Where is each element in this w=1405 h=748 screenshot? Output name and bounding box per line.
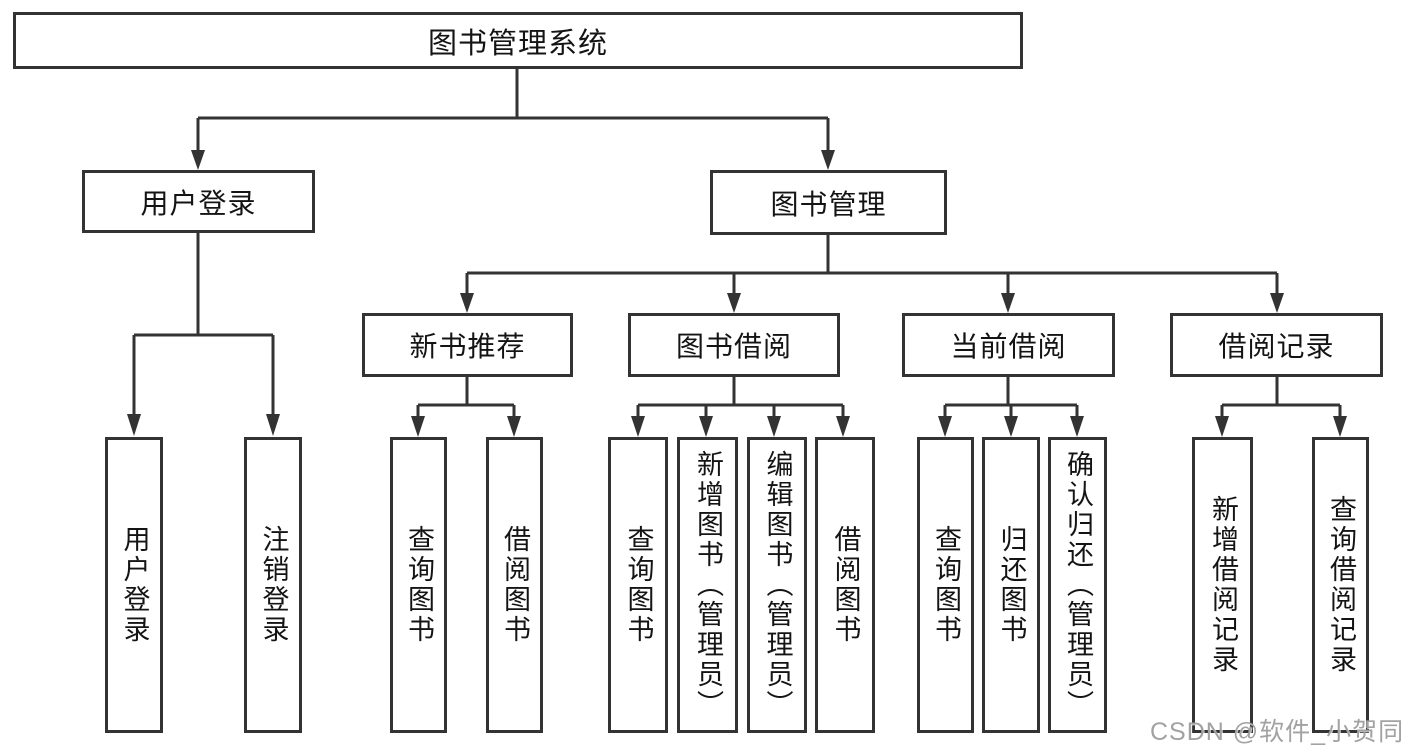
node-borrowing-records-label: 借阅记录 — [1218, 331, 1335, 362]
leaf-add-borrow-record: 新增借阅记录 — [1192, 437, 1253, 733]
leaf-edit-book-admin-label: 编辑图书（管理员） — [762, 450, 793, 720]
csdn-watermark: CSDN @软件_小贺同学 — [1150, 718, 1405, 746]
leaf-borrow-books-recommend: 借阅图书 — [486, 437, 543, 733]
leaf-query-books-borrow-label: 查询图书 — [623, 525, 654, 645]
node-user-login-label: 用户登录 — [140, 187, 257, 219]
node-root-label: 图书管理系统 — [427, 27, 608, 60]
leaf-confirm-return-admin: 确认归还（管理员） — [1048, 437, 1107, 733]
leaf-add-book-admin: 新增图书（管理员） — [677, 437, 738, 733]
node-borrowing-records: 借阅记录 — [1170, 313, 1383, 377]
leaf-borrow-books-recommend-label: 借阅图书 — [500, 525, 530, 645]
node-new-book-recommendation: 新书推荐 — [362, 313, 573, 377]
leaf-confirm-return-admin-label: 确认归还（管理员） — [1063, 450, 1093, 720]
leaf-logout-label: 注销登录 — [258, 525, 289, 645]
leaf-query-books-recommend: 查询图书 — [390, 437, 447, 733]
leaf-logout: 注销登录 — [244, 437, 302, 733]
node-book-management-label: 图书管理 — [770, 188, 887, 220]
leaf-edit-book-admin: 编辑图书（管理员） — [747, 437, 807, 733]
leaf-borrow-books-label: 借阅图书 — [830, 525, 861, 645]
node-book-management: 图书管理 — [710, 170, 947, 235]
leaf-add-book-admin-label: 新增图书（管理员） — [693, 450, 723, 720]
leaf-user-login-label: 用户登录 — [119, 525, 150, 645]
leaf-add-borrow-record-label: 新增借阅记录 — [1208, 495, 1238, 675]
node-root: 图书管理系统 — [13, 12, 1023, 69]
node-book-borrowing: 图书借阅 — [628, 313, 840, 377]
leaf-query-borrow-record-label: 查询借阅记录 — [1326, 495, 1356, 675]
leaf-return-books-label: 归还图书 — [996, 525, 1027, 645]
node-current-borrowing-label: 当前借阅 — [950, 331, 1067, 362]
leaf-query-books-current-label: 查询图书 — [931, 525, 961, 645]
node-book-borrowing-label: 图书借阅 — [675, 331, 792, 362]
leaf-query-books-recommend-label: 查询图书 — [404, 525, 434, 645]
node-current-borrowing: 当前借阅 — [902, 313, 1115, 377]
leaf-user-login: 用户登录 — [105, 437, 163, 733]
leaf-query-borrow-record: 查询借阅记录 — [1312, 437, 1369, 733]
leaf-query-books-current: 查询图书 — [917, 437, 974, 733]
leaf-query-books-borrow: 查询图书 — [608, 437, 668, 733]
leaf-borrow-books: 借阅图书 — [815, 437, 875, 733]
node-user-login: 用户登录 — [82, 170, 315, 233]
leaf-return-books: 归还图书 — [982, 437, 1040, 733]
node-new-book-recommendation-label: 新书推荐 — [409, 331, 526, 362]
